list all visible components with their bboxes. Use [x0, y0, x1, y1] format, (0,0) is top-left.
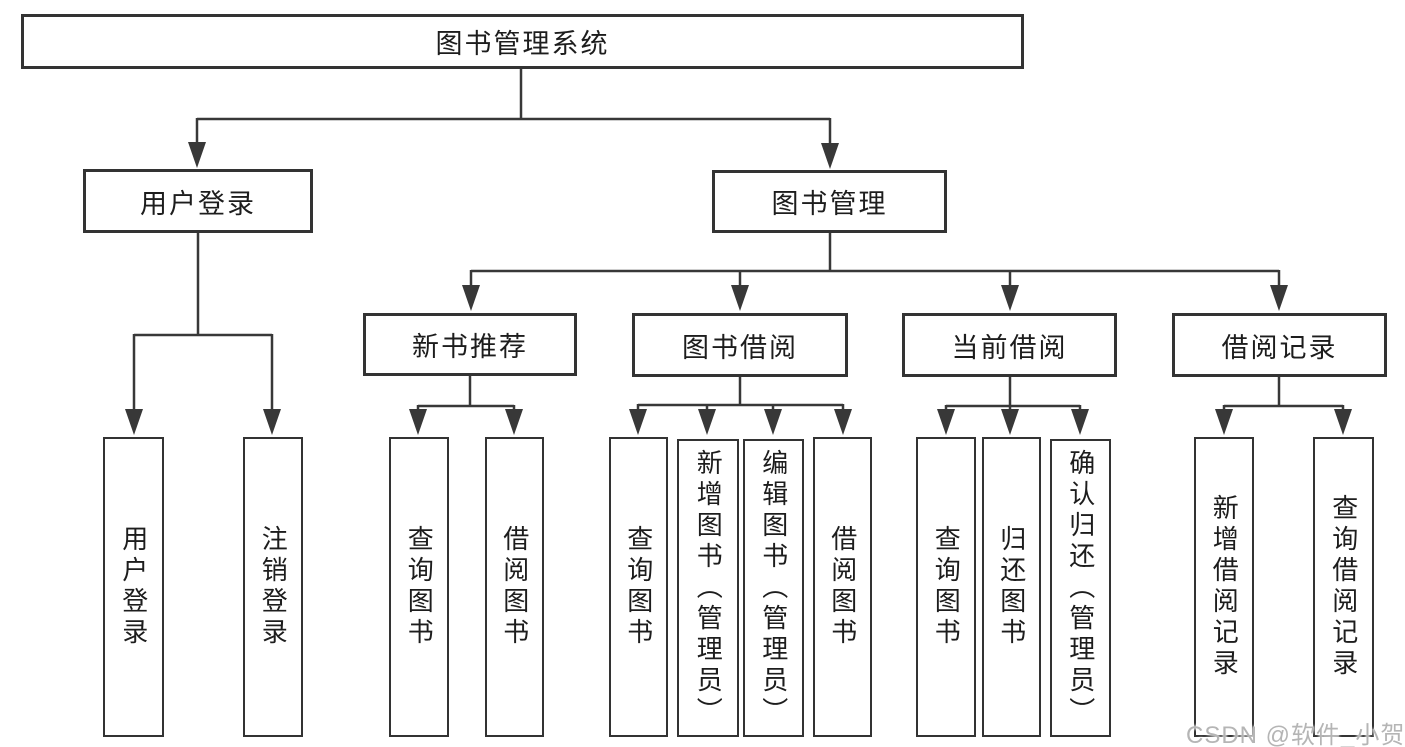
leaf-borrow-books: 借阅图书: [485, 437, 544, 737]
leaf-query-books: 查询图书: [389, 437, 449, 737]
node-label: 图书管理: [771, 189, 888, 219]
leaf-query-borrow-record: 查询借阅记录: [1313, 437, 1374, 737]
leaf-label: 注销登录: [258, 525, 289, 649]
node-borrow-records: 借阅记录: [1172, 313, 1387, 377]
leaf-label: 归还图书: [996, 525, 1027, 649]
leaf-label: 查询图书: [931, 525, 962, 649]
leaf-user-login: 用户登录: [103, 437, 164, 737]
leaf-confirm-return-admin: 确认归还（管理员）: [1050, 439, 1111, 737]
leaf-edit-book-admin: 编辑图书（管理员）: [743, 439, 804, 737]
leaf-borrow-books: 借阅图书: [813, 437, 872, 737]
leaf-label: 查询图书: [404, 525, 435, 649]
node-label: 用户登录: [140, 188, 256, 219]
leaf-label: 查询借阅记录: [1328, 494, 1359, 680]
node-new-book-recommend: 新书推荐: [363, 313, 577, 376]
leaf-logout: 注销登录: [243, 437, 303, 737]
arrowheads: [125, 142, 1352, 435]
node-label: 新书推荐: [412, 332, 528, 362]
leaf-add-book-admin: 新增图书（管理员）: [677, 439, 739, 737]
leaf-return-books: 归还图书: [982, 437, 1041, 737]
leaf-label: 用户登录: [118, 525, 149, 649]
node-book-management-system: 图书管理系统: [21, 14, 1024, 69]
csdn-watermark: CSDN @软件_小贺同学: [1186, 722, 1405, 747]
leaf-add-borrow-record: 新增借阅记录: [1194, 437, 1254, 737]
leaf-label: 编辑图书（管理员）: [758, 448, 789, 728]
leaf-query-books: 查询图书: [916, 437, 976, 737]
leaf-label: 新增借阅记录: [1209, 494, 1240, 680]
leaf-label: 查询图书: [623, 525, 654, 649]
leaf-label: 确认归还（管理员）: [1065, 448, 1096, 728]
node-label: 借阅记录: [1221, 332, 1338, 363]
node-current-borrowing: 当前借阅: [902, 313, 1117, 377]
leaf-label: 新增图书（管理员）: [693, 448, 724, 728]
node-label: 图书借阅: [682, 332, 798, 363]
node-book-management: 图书管理: [712, 170, 947, 233]
node-book-borrowing: 图书借阅: [632, 313, 848, 377]
node-label: 当前借阅: [951, 332, 1068, 363]
leaf-label: 借阅图书: [499, 525, 530, 649]
leaf-label: 借阅图书: [827, 525, 858, 649]
node-user-login: 用户登录: [83, 169, 313, 233]
leaf-query-books: 查询图书: [609, 437, 668, 737]
node-label: 图书管理系统: [435, 29, 610, 59]
